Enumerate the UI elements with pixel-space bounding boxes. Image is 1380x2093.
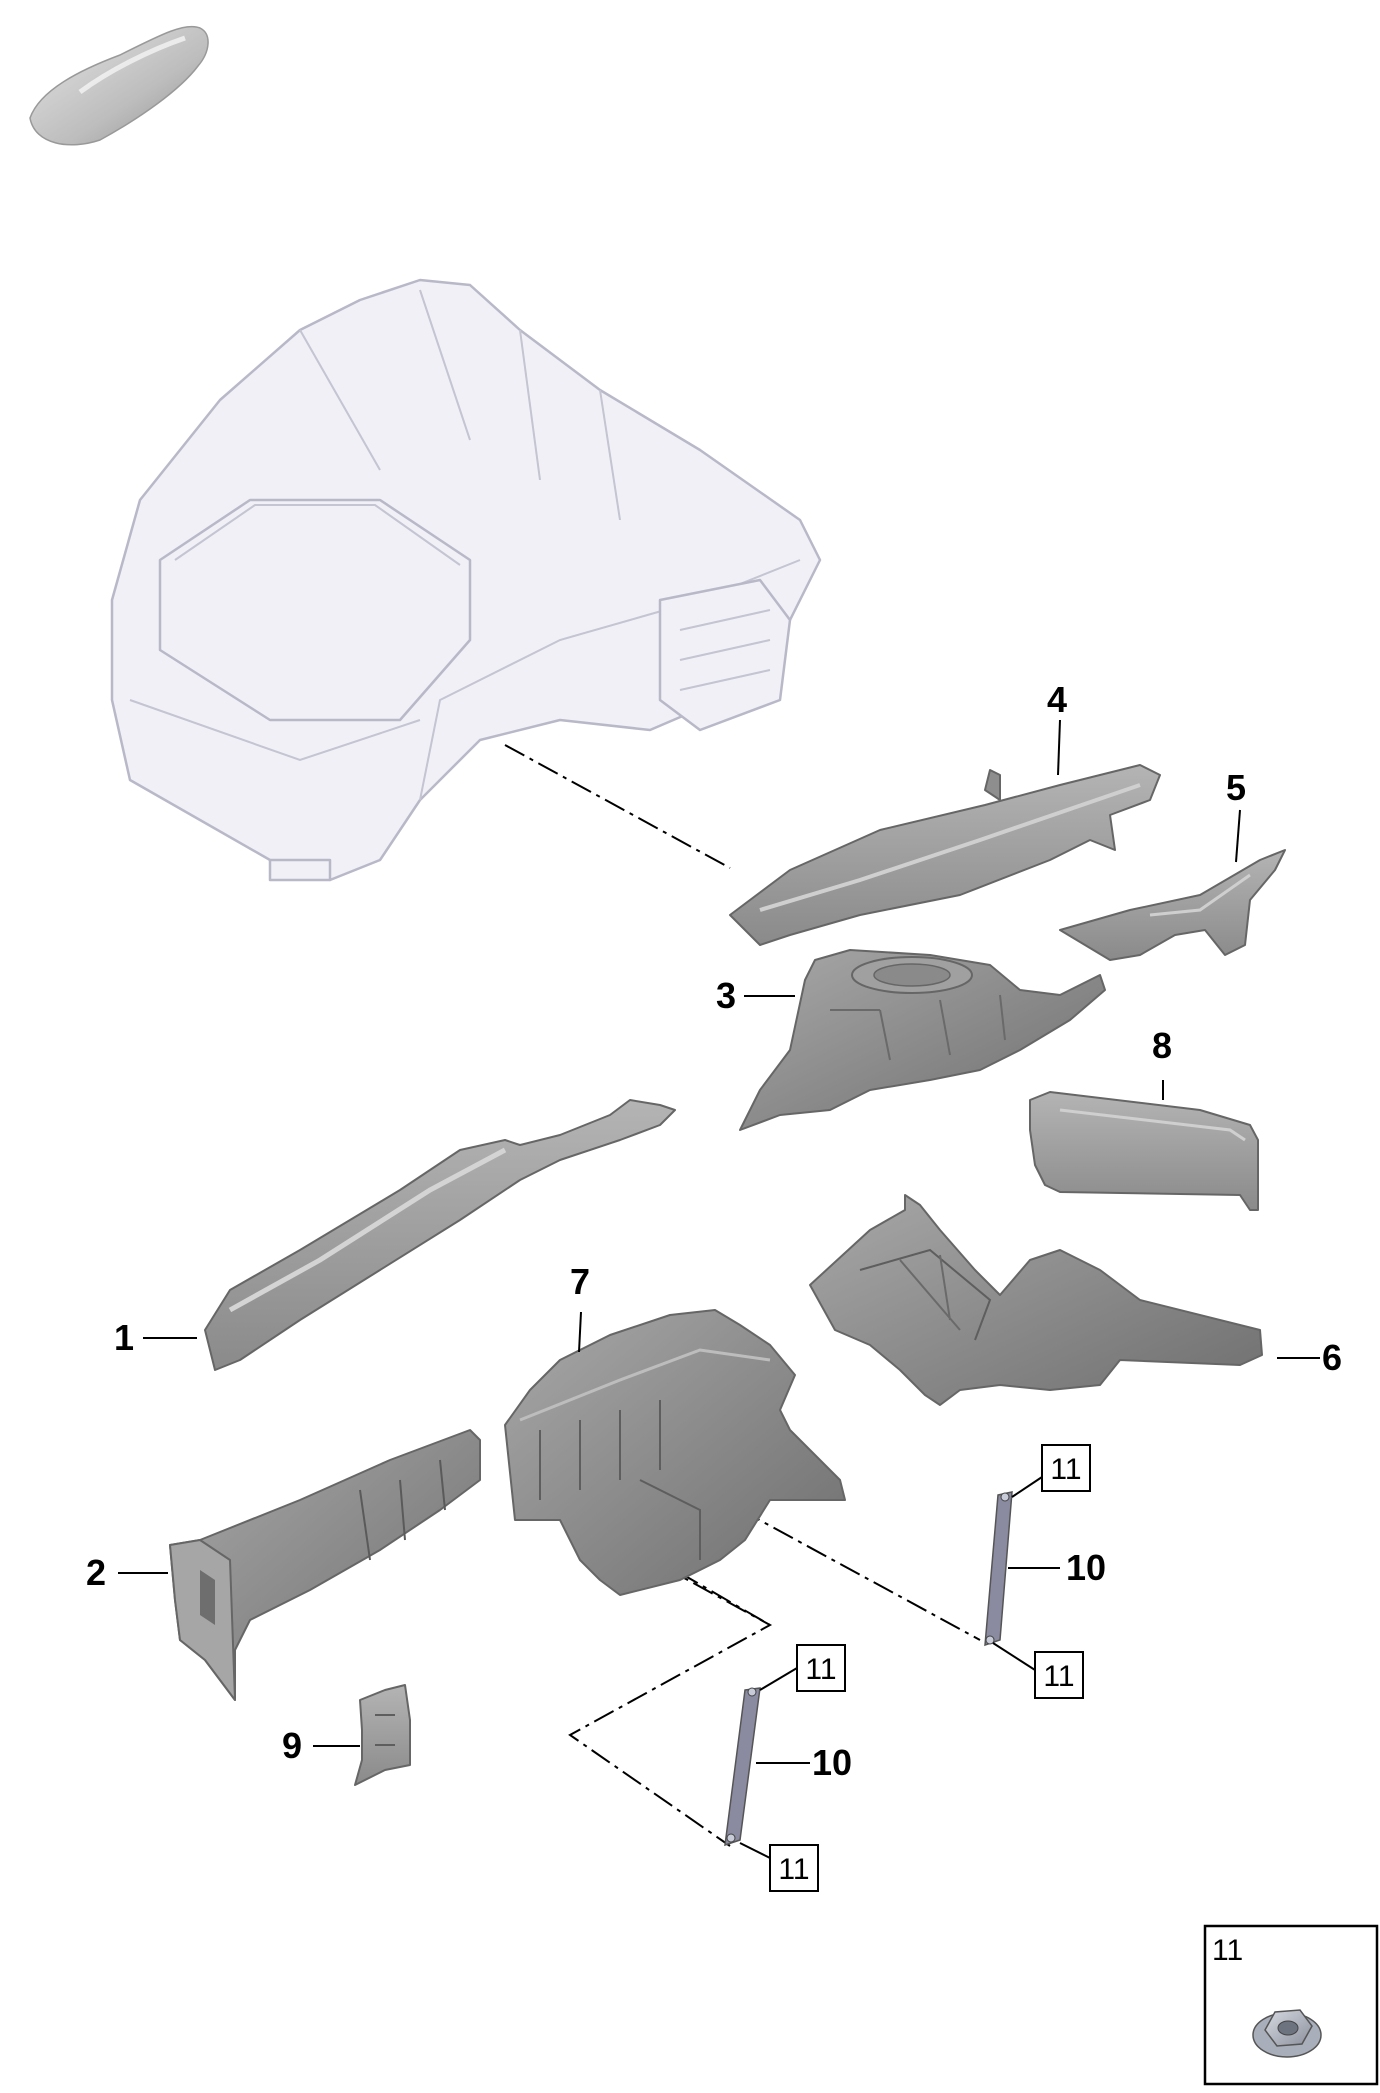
boxed-label-11-lower-left: 11 bbox=[769, 1844, 819, 1892]
callout-9: 9 bbox=[282, 1725, 302, 1766]
inset-part-11: 11 bbox=[1203, 1924, 1379, 2086]
callout-8: 8 bbox=[1152, 1025, 1172, 1066]
svg-text:11: 11 bbox=[1043, 1660, 1074, 1693]
inset-label: 11 bbox=[1212, 1934, 1243, 1967]
part-3-strut-tower bbox=[739, 949, 1106, 1131]
part-5-bracket bbox=[1059, 849, 1286, 961]
callout-10-left: 10 bbox=[812, 1742, 852, 1783]
part-1-longitudinal-member bbox=[204, 1099, 676, 1371]
callout-3: 3 bbox=[716, 975, 736, 1016]
part-6-wheel-housing bbox=[809, 1194, 1263, 1406]
callout-5: 5 bbox=[1226, 767, 1246, 808]
boxed-label-11-upper-right: 11 bbox=[1041, 1444, 1091, 1492]
car-silhouette-icon bbox=[29, 25, 209, 146]
flange-nut-icon bbox=[1252, 2009, 1322, 2058]
part-10-strut-left bbox=[724, 1687, 761, 1847]
svg-text:11: 11 bbox=[1050, 1453, 1081, 1486]
part-2-front-member bbox=[169, 1429, 481, 1701]
callout-6: 6 bbox=[1322, 1337, 1342, 1378]
boxed-label-11-upper-left: 11 bbox=[796, 1644, 846, 1692]
svg-text:11: 11 bbox=[805, 1653, 836, 1686]
callout-leaders bbox=[118, 719, 1320, 1859]
callout-1: 1 bbox=[114, 1317, 134, 1358]
part-7-floor-section bbox=[504, 1309, 846, 1596]
callout-4: 4 bbox=[1047, 679, 1067, 720]
callout-2: 2 bbox=[86, 1552, 106, 1593]
part-4-upper-rail bbox=[729, 764, 1161, 946]
boxed-label-11-lower-right: 11 bbox=[1034, 1651, 1084, 1699]
part-9-bracket bbox=[354, 1684, 411, 1786]
callout-10-right: 10 bbox=[1066, 1547, 1106, 1588]
part-8-panel bbox=[1029, 1091, 1259, 1211]
body-frame-assembly bbox=[110, 278, 822, 882]
callout-7: 7 bbox=[570, 1261, 590, 1302]
part-10-strut-right bbox=[984, 1491, 1013, 1647]
svg-text:11: 11 bbox=[778, 1853, 809, 1886]
